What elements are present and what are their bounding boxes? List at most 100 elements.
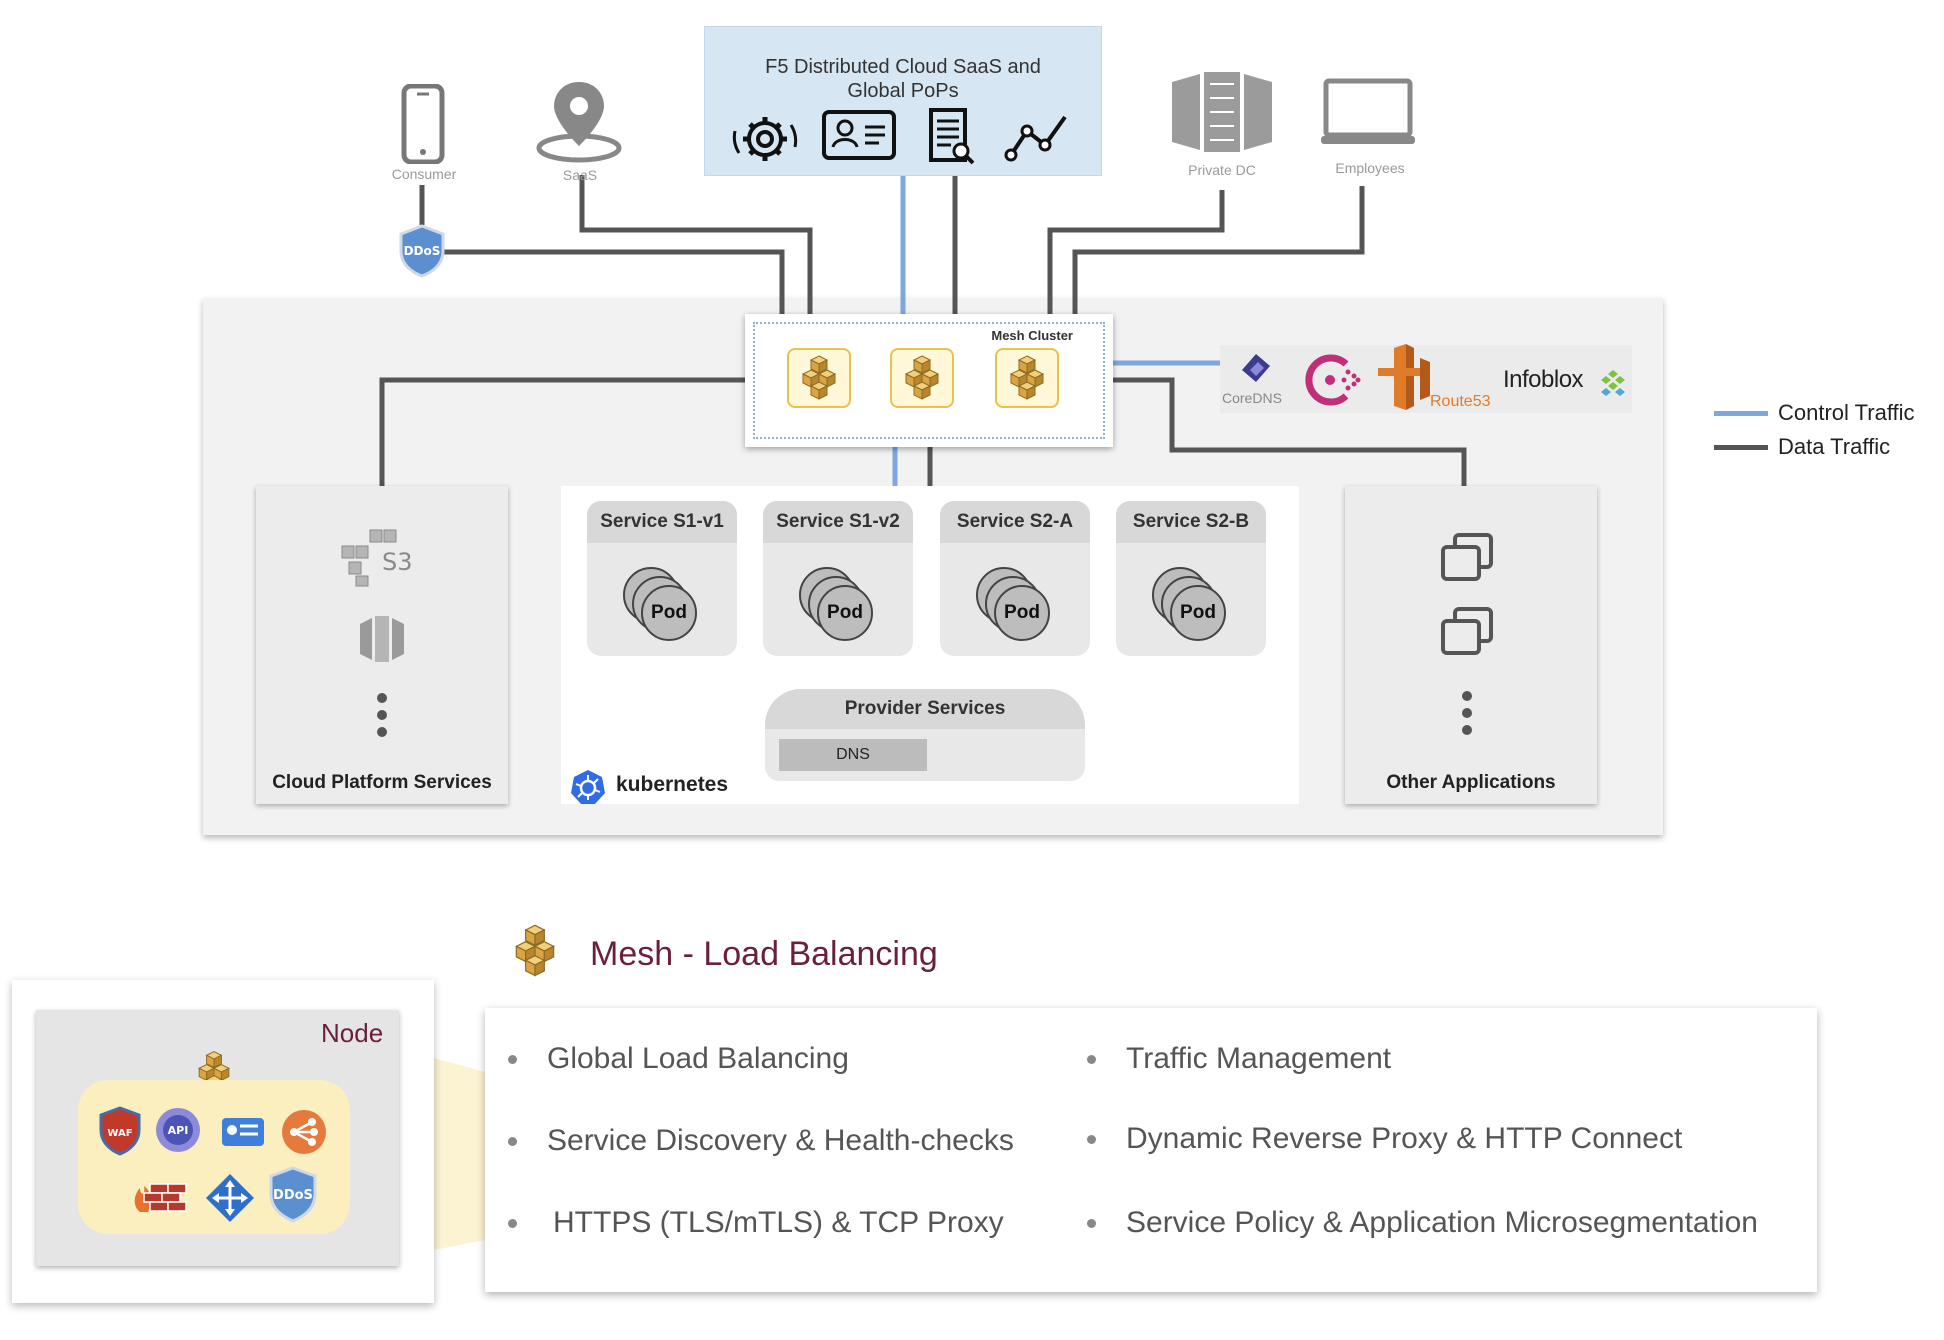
pod-label: Pod <box>827 602 863 623</box>
node-capabilities-group: WAF API DDoS <box>78 1080 350 1234</box>
private-dc-label: Private DC <box>1188 162 1256 178</box>
load-balancer-icon <box>282 1110 326 1154</box>
mesh-node-2[interactable] <box>890 348 954 408</box>
line-saas-to-mesh <box>579 175 813 314</box>
api-icon: API <box>156 1108 200 1152</box>
mesh-cluster-label: Mesh Cluster <box>991 328 1073 343</box>
service-name: Service S1-v1 <box>587 501 737 543</box>
node-callout <box>434 1058 485 1250</box>
route53-label: Route53 <box>1430 393 1491 410</box>
cloud-box-title-line1: F5 Distributed Cloud SaaS and <box>765 56 1041 78</box>
coredns-label: CoreDNS <box>1222 390 1282 406</box>
feature-item: Service Discovery & Health-checks <box>508 1124 1014 1158</box>
pod: Pod <box>623 567 703 641</box>
cube-cluster-icon <box>1009 355 1045 400</box>
aws-service-icon <box>360 616 404 662</box>
service-card-s2-a[interactable]: Service S2-A Pod <box>940 501 1090 656</box>
node-label: Node <box>321 1018 384 1048</box>
cloud-box-title: F5 Distributed Cloud SaaS and Global PoP… <box>705 55 1101 103</box>
feature-text: Service Policy & Application Microsegmen… <box>1126 1206 1758 1239</box>
firewall-icon <box>134 1183 187 1212</box>
feature-item: Dynamic Reverse Proxy & HTTP Connect <box>1087 1122 1682 1156</box>
service-name: Service S2-B <box>1116 501 1266 543</box>
other-applications-panel: Other Applications <box>1345 486 1597 804</box>
coredns-icon <box>1242 354 1270 382</box>
more-vertical-icon <box>1462 691 1472 735</box>
analytics-graph-icon <box>1004 115 1067 162</box>
cube-cluster-icon <box>904 355 940 400</box>
identity-card-icon <box>822 110 896 160</box>
provider-services-title: Provider Services <box>765 689 1085 729</box>
phone-icon <box>401 84 445 164</box>
other-applications-label: Other Applications <box>1386 772 1556 793</box>
router-icon <box>206 1174 254 1222</box>
ddos-text: DDoS <box>273 1188 313 1203</box>
pod: Pod <box>976 567 1056 641</box>
cloud-platform-services-label: Cloud Platform Services <box>272 772 492 793</box>
data-center-servers-icon <box>1172 72 1272 152</box>
api-text: API <box>168 1124 189 1137</box>
legend-label-data: Data Traffic <box>1778 434 1891 459</box>
feature-item: HTTPS (TLS/mTLS) & TCP Proxy <box>508 1206 1004 1240</box>
pod-label: Pod <box>1004 602 1040 623</box>
feature-text: Traffic Management <box>1126 1042 1392 1075</box>
saas-label: SaaS <box>562 167 598 183</box>
gear-cycle-icon <box>732 117 798 161</box>
app-window-icon <box>1441 607 1493 655</box>
feature-text: Service Discovery & Health-checks <box>547 1124 1014 1157</box>
mesh-node-1[interactable] <box>787 348 851 408</box>
s3-bucket-icon: S3 <box>341 529 413 587</box>
mesh-load-balancing-title: Mesh - Load Balancing <box>590 935 938 973</box>
laptop-icon <box>1321 78 1415 144</box>
pod: Pod <box>1152 567 1232 641</box>
service-card-s1-v1[interactable]: Service S1-v1 Pod <box>587 501 737 656</box>
feature-text: Global Load Balancing <box>547 1042 849 1075</box>
legend-label-control: Control Traffic <box>1778 400 1915 425</box>
employees-label: Employees <box>1335 160 1405 176</box>
pod: Pod <box>799 567 879 641</box>
features-panel <box>485 1008 1817 1292</box>
feature-text: Dynamic Reverse Proxy & HTTP Connect <box>1126 1122 1683 1155</box>
line-private-dc <box>1047 190 1225 314</box>
legend-data-traffic: Data Traffic <box>1714 434 1890 460</box>
cloud-platform-services-panel: S3 Cloud Platform Services <box>256 486 508 804</box>
route53-icon <box>1378 344 1430 410</box>
f5-distributed-cloud-box: F5 Distributed Cloud SaaS and Global PoP… <box>704 26 1102 176</box>
pod-label: Pod <box>1180 602 1216 623</box>
infoblox-label: Infoblox <box>1503 366 1584 393</box>
certificate-icon <box>222 1118 264 1146</box>
feature-item: Traffic Management <box>1087 1042 1391 1076</box>
feature-item: Global Load Balancing <box>508 1042 849 1076</box>
service-card-s1-v2[interactable]: Service S1-v2 Pod <box>763 501 913 656</box>
feature-item: Service Policy & Application Microsegmen… <box>1087 1206 1758 1240</box>
ddos-shield-icon: DDoS <box>269 1166 317 1223</box>
line-employees <box>1072 186 1365 314</box>
consul-icon <box>1305 354 1361 406</box>
provider-services[interactable]: Provider Services DNS <box>765 689 1085 781</box>
cloud-box-title-line2: Global PoPs <box>847 80 959 102</box>
ddos-shield-icon: DDoS <box>399 224 445 278</box>
more-vertical-icon <box>377 693 387 737</box>
kubernetes-logo-icon <box>571 770 605 804</box>
legend-control-traffic: Control Traffic <box>1714 400 1915 426</box>
service-card-s2-b[interactable]: Service S2-B Pod <box>1116 501 1266 656</box>
feature-text: HTTPS (TLS/mTLS) & TCP Proxy <box>553 1206 1004 1239</box>
infoblox-icon <box>1601 370 1625 396</box>
cube-cluster-icon <box>801 355 837 400</box>
document-search-icon <box>929 108 975 165</box>
waf-shield-icon: WAF <box>99 1106 141 1156</box>
app-window-icon <box>1441 533 1493 581</box>
service-name: Service S1-v2 <box>763 501 913 543</box>
legend-swatch-control <box>1714 410 1768 416</box>
mesh-cluster: Mesh Cluster <box>745 314 1113 447</box>
waf-text: WAF <box>107 1128 132 1139</box>
mesh-node-3[interactable] <box>995 348 1059 408</box>
legend-swatch-data <box>1714 444 1768 450</box>
s3-label: S3 <box>382 548 413 576</box>
service-name: Service S2-A <box>940 501 1090 543</box>
dns-chip: DNS <box>779 739 927 771</box>
consumer-label: Consumer <box>391 166 457 182</box>
ddos-badge-text: DDoS <box>404 244 441 258</box>
kubernetes-label: kubernetes <box>616 773 729 796</box>
mesh-cube-icon <box>515 924 555 977</box>
